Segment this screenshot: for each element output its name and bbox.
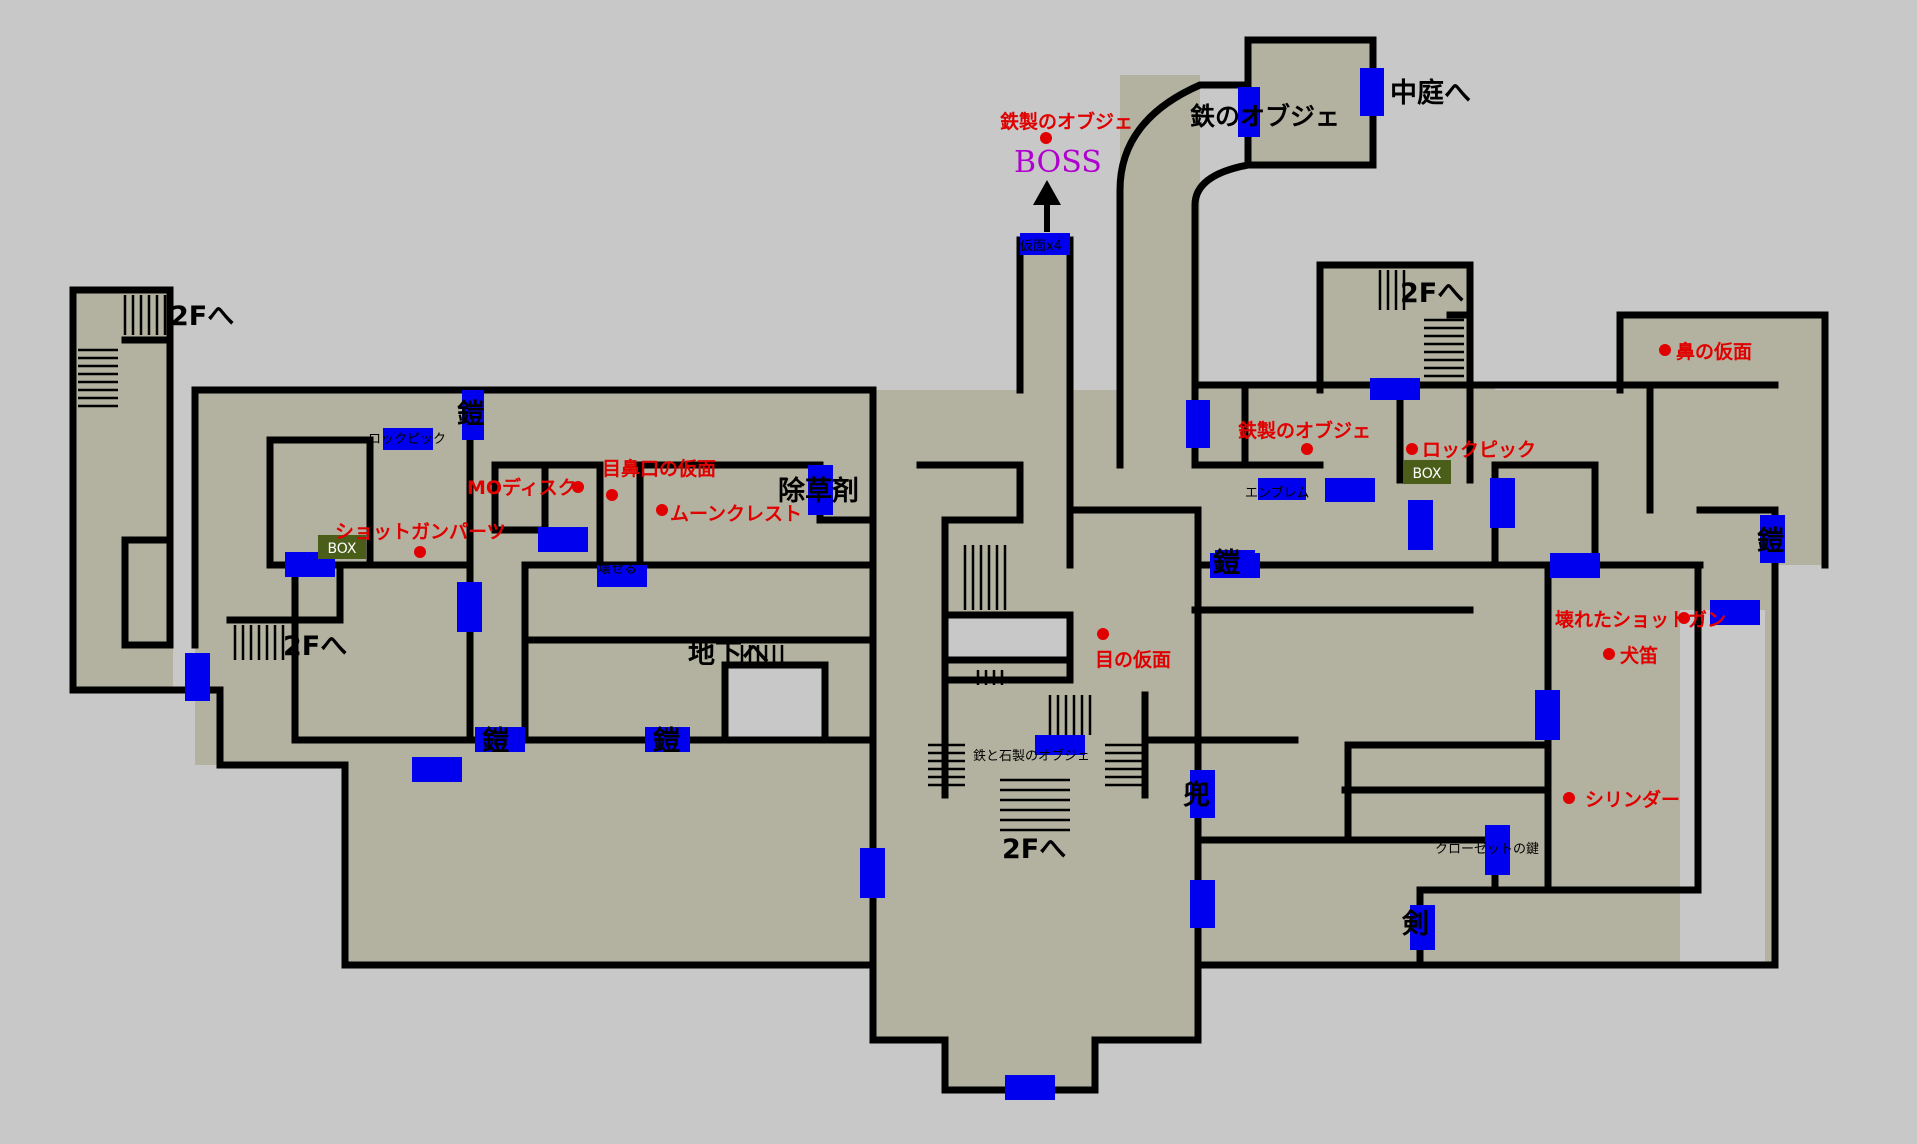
item-shotgun-parts: ショットガンパーツ [335, 521, 506, 543]
item-dot[interactable] [1659, 344, 1671, 356]
item-dot[interactable] [414, 546, 426, 558]
door[interactable] [383, 428, 433, 450]
item-eye-mask: 目の仮面 [1095, 648, 1171, 671]
door[interactable] [1035, 735, 1085, 755]
door[interactable] [1325, 478, 1375, 502]
door[interactable] [1408, 500, 1433, 550]
stairs-mid-left [233, 625, 285, 660]
door[interactable] [645, 727, 690, 752]
door[interactable] [1760, 515, 1785, 563]
item-eye-nose-mouth-mask: 目鼻口の仮面 [602, 457, 716, 480]
label-to-2f-left: 2Fへ [170, 301, 234, 332]
staircases [78, 270, 1464, 832]
boss-label: BOSS [1014, 145, 1102, 180]
door[interactable] [462, 390, 484, 440]
box-right-label: BOX [1412, 466, 1441, 482]
stairs-center [928, 545, 1142, 832]
stairs-far-left [78, 295, 167, 408]
door[interactable] [1258, 478, 1306, 500]
item-dot[interactable] [606, 489, 618, 501]
door[interactable] [1190, 770, 1215, 818]
label-to-courtyard: 中庭へ [1390, 77, 1471, 109]
door[interactable] [1490, 478, 1515, 528]
tag-emblem: エンブレム [1245, 485, 1309, 501]
label-helmet: 兜 [1183, 780, 1210, 811]
labels: 中庭へ 鉄のオブジェ 2Fへ 2Fへ 2Fへ 2Fへ 地下へ 除草剤 鎧 鎧 鎧… [170, 77, 1784, 940]
walls [69, 36, 1829, 1094]
item-iron-objet-right: 鉄製のオブジェ [1238, 419, 1371, 442]
door[interactable] [538, 527, 588, 552]
label-armor-bottom-1: 鎧 [482, 725, 509, 757]
door[interactable] [412, 757, 462, 782]
door[interactable] [1485, 825, 1510, 875]
tag-iron-stone-objet: 鉄と石製のオブジェ [973, 748, 1090, 764]
item-markers [414, 132, 1690, 804]
label-to-2f-right: 2Fへ [1400, 278, 1464, 309]
door[interactable] [1215, 550, 1255, 570]
door[interactable] [1410, 905, 1435, 950]
label-to-2f-center: 2Fへ [1002, 834, 1066, 865]
door[interactable] [1005, 1075, 1055, 1100]
item-iron-objet-boss: 鉄製のオブジェ [1000, 110, 1133, 133]
door[interactable] [1360, 68, 1384, 116]
door[interactable] [1710, 600, 1760, 625]
item-dot[interactable] [1097, 628, 1109, 640]
tag-lockpick-left: ロックピック [368, 432, 446, 447]
label-armor-top: 鎧 [457, 398, 484, 430]
item-dot[interactable] [1603, 648, 1615, 660]
item-dot[interactable] [572, 481, 584, 493]
item-broken-shotgun: 壊れたショットガン [1555, 609, 1726, 631]
door[interactable] [1370, 378, 1420, 400]
box-right-marker[interactable] [1403, 460, 1451, 484]
label-herbicide: 除草剤 [778, 475, 859, 507]
item-dot[interactable] [1563, 792, 1575, 804]
stairs-basement [740, 645, 784, 663]
tag-breakable: 壊せる [598, 562, 637, 577]
door[interactable] [1550, 553, 1600, 578]
door[interactable] [457, 582, 482, 632]
door[interactable] [597, 565, 647, 587]
item-cylinder: シリンダー [1585, 788, 1680, 811]
item-lockpick-right: ロックピック [1422, 439, 1536, 461]
box-left-label: BOX [327, 541, 356, 557]
boss-arrow-icon [1033, 180, 1061, 232]
item-moon-crest: ムーンクレスト [670, 503, 802, 525]
item-dog-whistle: 犬笛 [1620, 644, 1658, 667]
label-armor-far-right: 鎧 [1757, 525, 1784, 557]
label-armor-right-center: 鎧 [1213, 547, 1240, 579]
box-left-marker[interactable] [318, 535, 366, 559]
tag-masks-x4: 仮面x4 [1020, 239, 1062, 254]
label-to-2f-mid-left: 2Fへ [283, 631, 347, 662]
item-dot[interactable] [1406, 443, 1418, 455]
label-armor-bottom-2: 鎧 [653, 725, 680, 757]
tag-closet-key: クローゼットの鍵 [1435, 841, 1539, 857]
item-dot[interactable] [656, 504, 668, 516]
item-mo-disk: MOディスク [467, 476, 577, 499]
door[interactable] [1238, 87, 1260, 137]
door[interactable] [1023, 233, 1067, 253]
door[interactable] [1190, 880, 1215, 928]
stairs-right [1378, 270, 1464, 378]
door[interactable] [185, 653, 210, 701]
door[interactable] [860, 848, 885, 898]
center-void [941, 611, 1074, 664]
item-nose-mask: 鼻の仮面 [1676, 340, 1752, 363]
label-iron-objet-room: 鉄のオブジェ [1190, 102, 1340, 131]
item-dot[interactable] [1040, 132, 1052, 144]
item-dot[interactable] [1301, 443, 1313, 455]
label-to-basement: 地下へ [688, 639, 769, 670]
door[interactable] [475, 727, 525, 752]
label-sword: 剣 [1401, 909, 1429, 940]
door[interactable] [1535, 690, 1560, 740]
door[interactable] [1186, 400, 1210, 448]
door[interactable] [808, 465, 833, 515]
item-dot[interactable] [1678, 612, 1690, 624]
